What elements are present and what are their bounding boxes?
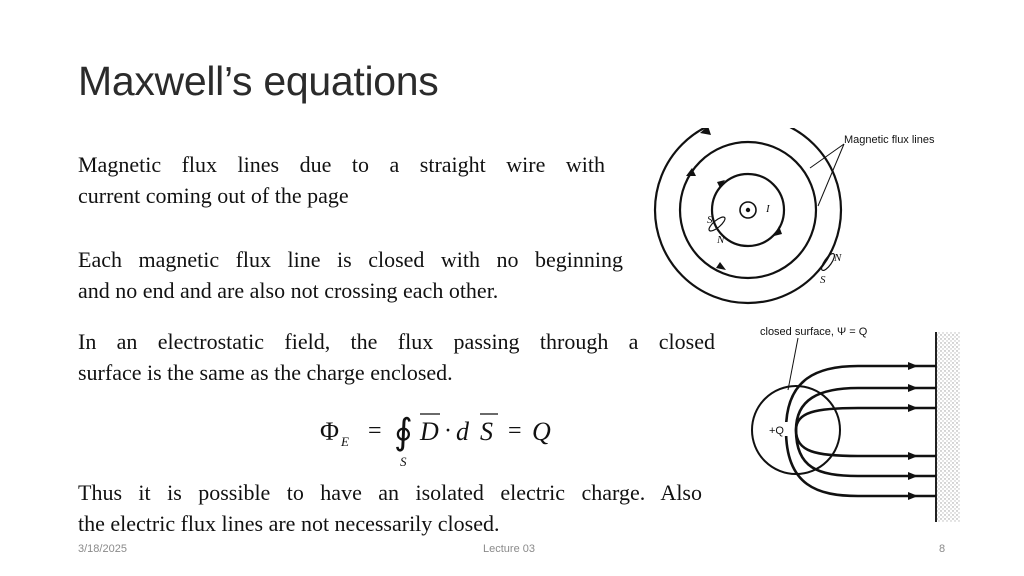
closed-surface-label: closed surface, Ψ = Q [760, 326, 868, 338]
equation-s-vector: S [480, 417, 493, 446]
flux-line-4 [794, 429, 936, 458]
pole-label-n-inner: N [716, 234, 725, 246]
compass-needle-outer [820, 252, 836, 272]
paragraph-closed-lines: Each magnetic flux line is closed with n… [78, 244, 623, 306]
magnetic-flux-callout: Magnetic flux lines [844, 134, 935, 146]
pole-label-n-outer: N [833, 252, 842, 264]
flux-circle-middle [678, 140, 818, 280]
flux-arrow-inner [774, 226, 782, 236]
wire-circle [739, 201, 757, 219]
paragraph-magnetic-flux: Magnetic flux lines due to a straight wi… [78, 149, 605, 211]
paragraph-line: In an electrostatic field, the flux pass… [78, 329, 715, 354]
flux-line-6 [784, 429, 936, 498]
flux-arrow-1 [908, 362, 918, 370]
callout-line-2 [817, 143, 845, 207]
footer-lecture: Lecture 03 [483, 543, 535, 555]
equation-d: d [456, 417, 470, 446]
paragraph-isolated-charge: Thus it is possible to have an isolated … [78, 477, 702, 539]
charge-label-bg [768, 422, 792, 436]
charge-label: +Q [769, 425, 784, 437]
paragraph-line: current coming out of the page [78, 183, 349, 208]
flux-arrow-4 [908, 452, 918, 460]
equation-phi: Φ [320, 417, 339, 446]
flux-line-3 [794, 406, 936, 431]
equation-dot: · [444, 418, 452, 444]
flux-arrow-6 [908, 492, 918, 500]
flux-arrow-3 [908, 404, 918, 412]
flux-line-1 [784, 364, 936, 431]
equation-q: Q [532, 417, 551, 446]
conducting-wall [936, 332, 960, 522]
pole-label-s-inner: S [707, 214, 713, 226]
paragraph-line: Magnetic flux lines due to a straight wi… [78, 152, 605, 177]
equation-equals-2: = [508, 418, 522, 444]
flux-arrow-5 [908, 472, 918, 480]
electric-flux-figure: +Q closed surface, Ψ = Q [751, 326, 960, 522]
current-dot [745, 207, 751, 213]
gauss-law-equation: Φ E = ∮ S D · d S = Q [320, 412, 551, 469]
flux-arrow-outer [700, 128, 711, 135]
paragraph-line: the electric flux lines are not necessar… [78, 511, 500, 536]
surface-callout-line [787, 337, 799, 391]
equation-closed-integral: ∮ [394, 412, 413, 452]
pole-label-s-outer: S [820, 274, 826, 286]
flux-arrow-2 [908, 384, 918, 392]
footer-date: 3/18/2025 [78, 543, 127, 555]
equation-integral-subscript: S [400, 454, 407, 469]
paragraph-line: and no end and are also not crossing eac… [78, 278, 499, 303]
equation-phi-subscript: E [340, 434, 349, 449]
paragraph-line: Each magnetic flux line is closed with n… [78, 247, 623, 272]
current-label: I [765, 203, 771, 215]
flux-line-5 [794, 429, 936, 478]
equation-d-vector: D [419, 417, 439, 446]
compass-needle-inner [708, 216, 726, 232]
flux-arrow-inner-top [717, 180, 725, 188]
slide-title: Maxwell’s equations [78, 58, 439, 104]
callout-line-1 [809, 143, 845, 169]
footer-page-number: 8 [939, 543, 946, 555]
equation-equals-1: = [368, 418, 382, 444]
flux-line-2 [794, 386, 936, 431]
flux-arrow-middle [686, 168, 696, 176]
paragraph-line: Thus it is possible to have an isolated … [78, 480, 702, 505]
flux-circle-inner [710, 172, 786, 248]
magnetic-flux-figure: I S N N S Magnetic flux lines [653, 128, 935, 305]
paragraph-line: surface is the same as the charge enclos… [78, 360, 453, 385]
flux-arrow-middle-bottom [716, 262, 726, 270]
flux-circle-outer [653, 128, 843, 305]
paragraph-electrostatic-flux: In an electrostatic field, the flux pass… [78, 326, 715, 388]
